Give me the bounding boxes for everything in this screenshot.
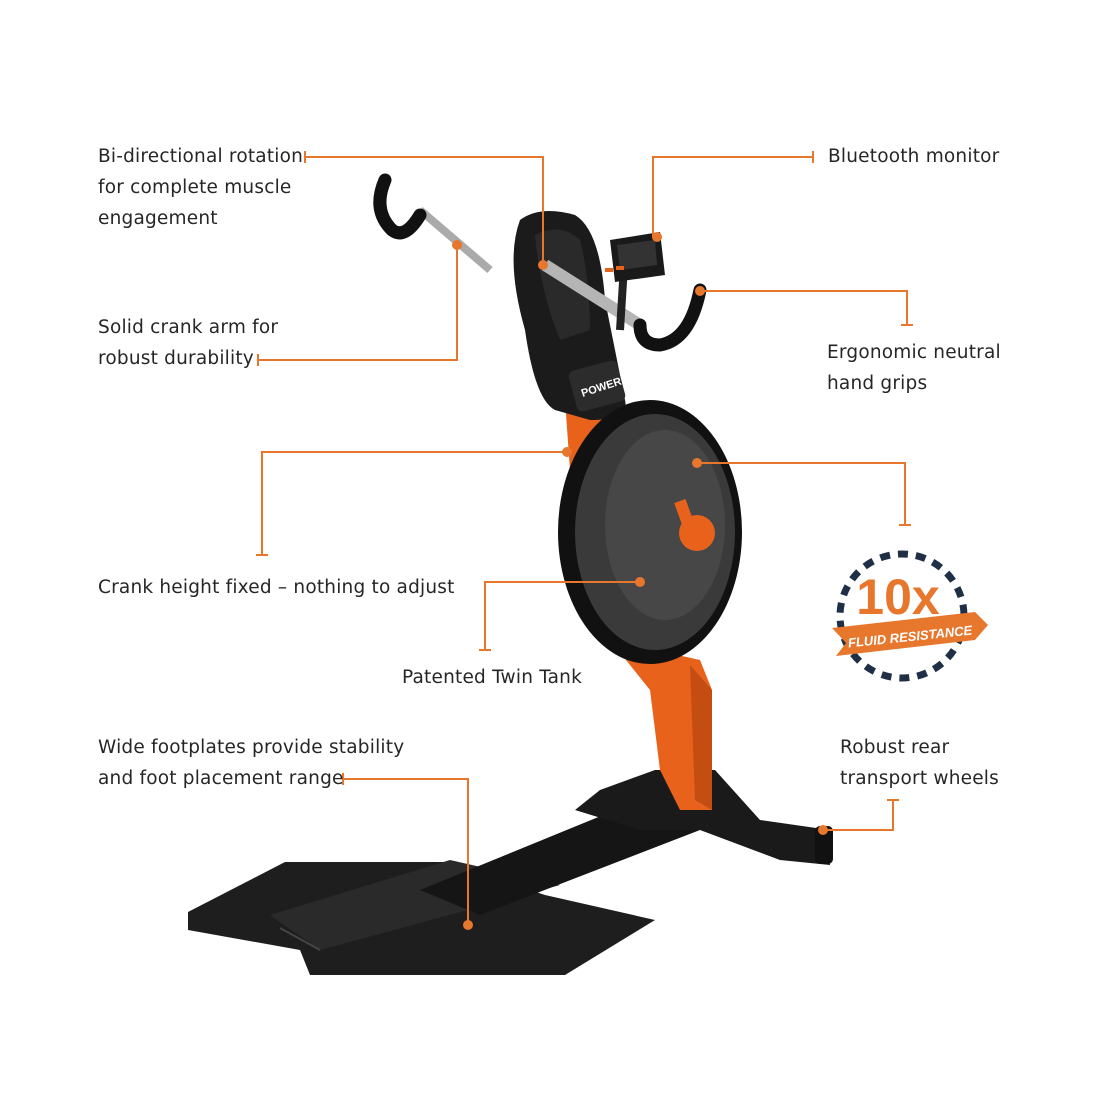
badge-ribbon — [832, 612, 988, 656]
base-beam — [420, 800, 700, 915]
leader-line-bidirectional — [305, 156, 544, 265]
left-handle-grip — [373, 173, 427, 240]
callout-text: Bluetooth monitor — [828, 146, 1000, 167]
bluetooth-monitor — [605, 232, 665, 282]
leader-line-rear-wheels — [823, 800, 894, 831]
leader-line-hand-grips — [700, 290, 908, 325]
callout-text: Robust rear — [840, 737, 950, 758]
rear-base — [575, 770, 833, 865]
callout-text: Patented Twin Tank — [402, 667, 583, 688]
leader-line-crank-height — [261, 451, 567, 555]
callout-hand-grips: Ergonomic neutral hand grips — [827, 337, 1001, 399]
callout-text: for complete muscle — [98, 177, 292, 198]
badge-value: 10x — [856, 569, 940, 625]
callout-text: and foot placement range — [98, 768, 344, 789]
leader-line-twin-tank — [484, 581, 640, 650]
callout-text: Solid crank arm for — [98, 317, 279, 338]
right-handle-grip — [633, 283, 707, 352]
callout-text: engagement — [98, 208, 218, 229]
callout-text: transport wheels — [840, 768, 999, 789]
callout-text: Wide footplates provide stability — [98, 737, 405, 758]
callout-text: Bi-directional rotation — [98, 146, 304, 167]
callout-rear-wheels: Robust rear transport wheels — [840, 732, 999, 794]
callout-crank-arm: Solid crank arm for robust durability — [98, 312, 278, 374]
callout-text: Ergonomic neutral — [827, 342, 1001, 363]
leader-line-crank-arm — [258, 245, 458, 361]
callout-text: hand grips — [827, 373, 928, 394]
leader-line-bluetooth — [652, 156, 813, 237]
callout-footplates: Wide footplates provide stability and fo… — [98, 732, 404, 794]
callout-bluetooth: Bluetooth monitor — [828, 141, 999, 172]
callout-bidirectional: Bi-directional rotation for complete mus… — [98, 141, 303, 234]
rear-wheel — [815, 826, 833, 864]
callout-text: Crank height fixed – nothing to adjust — [98, 577, 455, 598]
callout-crank-height: Crank height fixed – nothing to adjust — [98, 572, 455, 603]
leader-line-footplates — [343, 778, 469, 925]
leader-line-tank-top — [697, 462, 906, 525]
callout-text: robust durability — [98, 348, 254, 369]
callout-twin-tank: Patented Twin Tank — [402, 662, 582, 693]
